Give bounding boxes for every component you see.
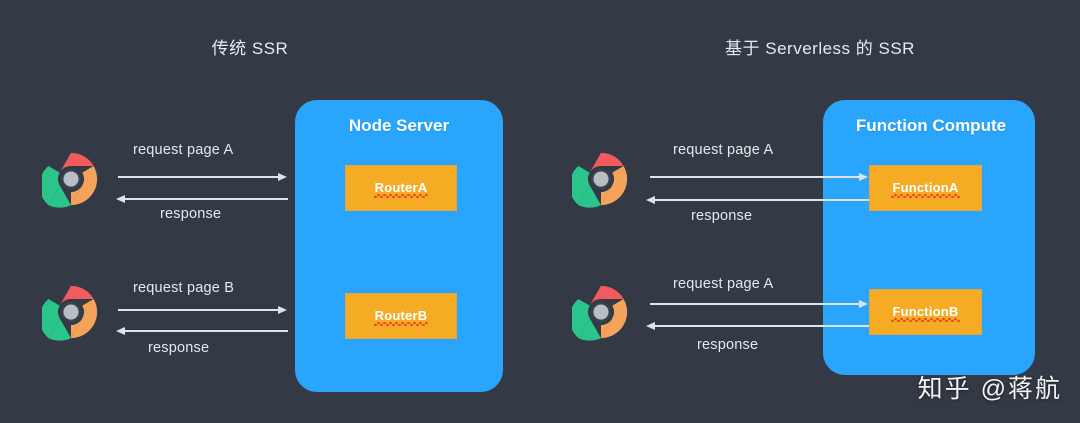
function-compute-title: Function Compute [855, 116, 1007, 135]
right-flow-2-request-label: request page A [673, 276, 774, 292]
left-flow-2-response-arrow [125, 330, 288, 332]
right-flow-2-response-label: response [697, 337, 759, 353]
right-flow-1-response-arrowhead [646, 195, 655, 204]
chrome-browser-icon [572, 152, 628, 208]
chrome-browser-icon [42, 152, 98, 208]
function-b-label: FunctionB [891, 304, 960, 322]
watermark: 知乎 @蒋航 [917, 375, 1062, 403]
function-a-box[interactable]: FunctionA [869, 165, 982, 211]
right-flow-2-response-arrowhead [646, 321, 655, 330]
right-flow-2-request-arrowhead [859, 299, 868, 308]
left-flow-1-request-arrow [118, 176, 281, 178]
left-flow-2-request-arrowhead [278, 305, 287, 314]
left-flow-2-request-label: request page B [133, 280, 235, 296]
function-b-box[interactable]: FunctionB [869, 289, 982, 335]
router-b-box[interactable]: RouterB [345, 293, 457, 339]
node-server-title: Node Server [348, 116, 450, 135]
right-flow-1-request-arrowhead [859, 172, 868, 181]
right-flow-2-request-arrow [650, 303, 862, 305]
router-a-label: RouterA [373, 180, 429, 198]
left-flow-1-response-arrow [125, 198, 288, 200]
function-a-label: FunctionA [891, 180, 960, 198]
left-flow-1-request-label: request page A [133, 142, 234, 158]
chrome-browser-icon [42, 285, 98, 341]
left-flow-1-response-label: response [160, 206, 222, 222]
right-flow-1-request-arrow [650, 176, 862, 178]
node-server-container: Node Server RouterA RouterB [295, 100, 503, 392]
router-b-label: RouterB [373, 308, 429, 326]
left-flow-2-request-arrow [118, 309, 281, 311]
left-flow-1-response-arrowhead [116, 194, 125, 203]
left-flow-2-response-arrowhead [116, 326, 125, 335]
left-flow-2-response-label: response [148, 340, 210, 356]
right-flow-1-request-label: request page A [673, 142, 774, 158]
router-a-box[interactable]: RouterA [345, 165, 457, 211]
right-flow-1-response-arrow [655, 199, 869, 201]
left-section-title: 传统 SSR [211, 39, 289, 58]
right-flow-1-response-label: response [691, 208, 753, 224]
right-flow-2-response-arrow [655, 325, 869, 327]
right-section-title: 基于 Serverless 的 SSR [725, 39, 915, 58]
left-flow-1-request-arrowhead [278, 172, 287, 181]
function-compute-container: Function Compute FunctionA FunctionB [823, 100, 1035, 375]
chrome-browser-icon [572, 285, 628, 341]
